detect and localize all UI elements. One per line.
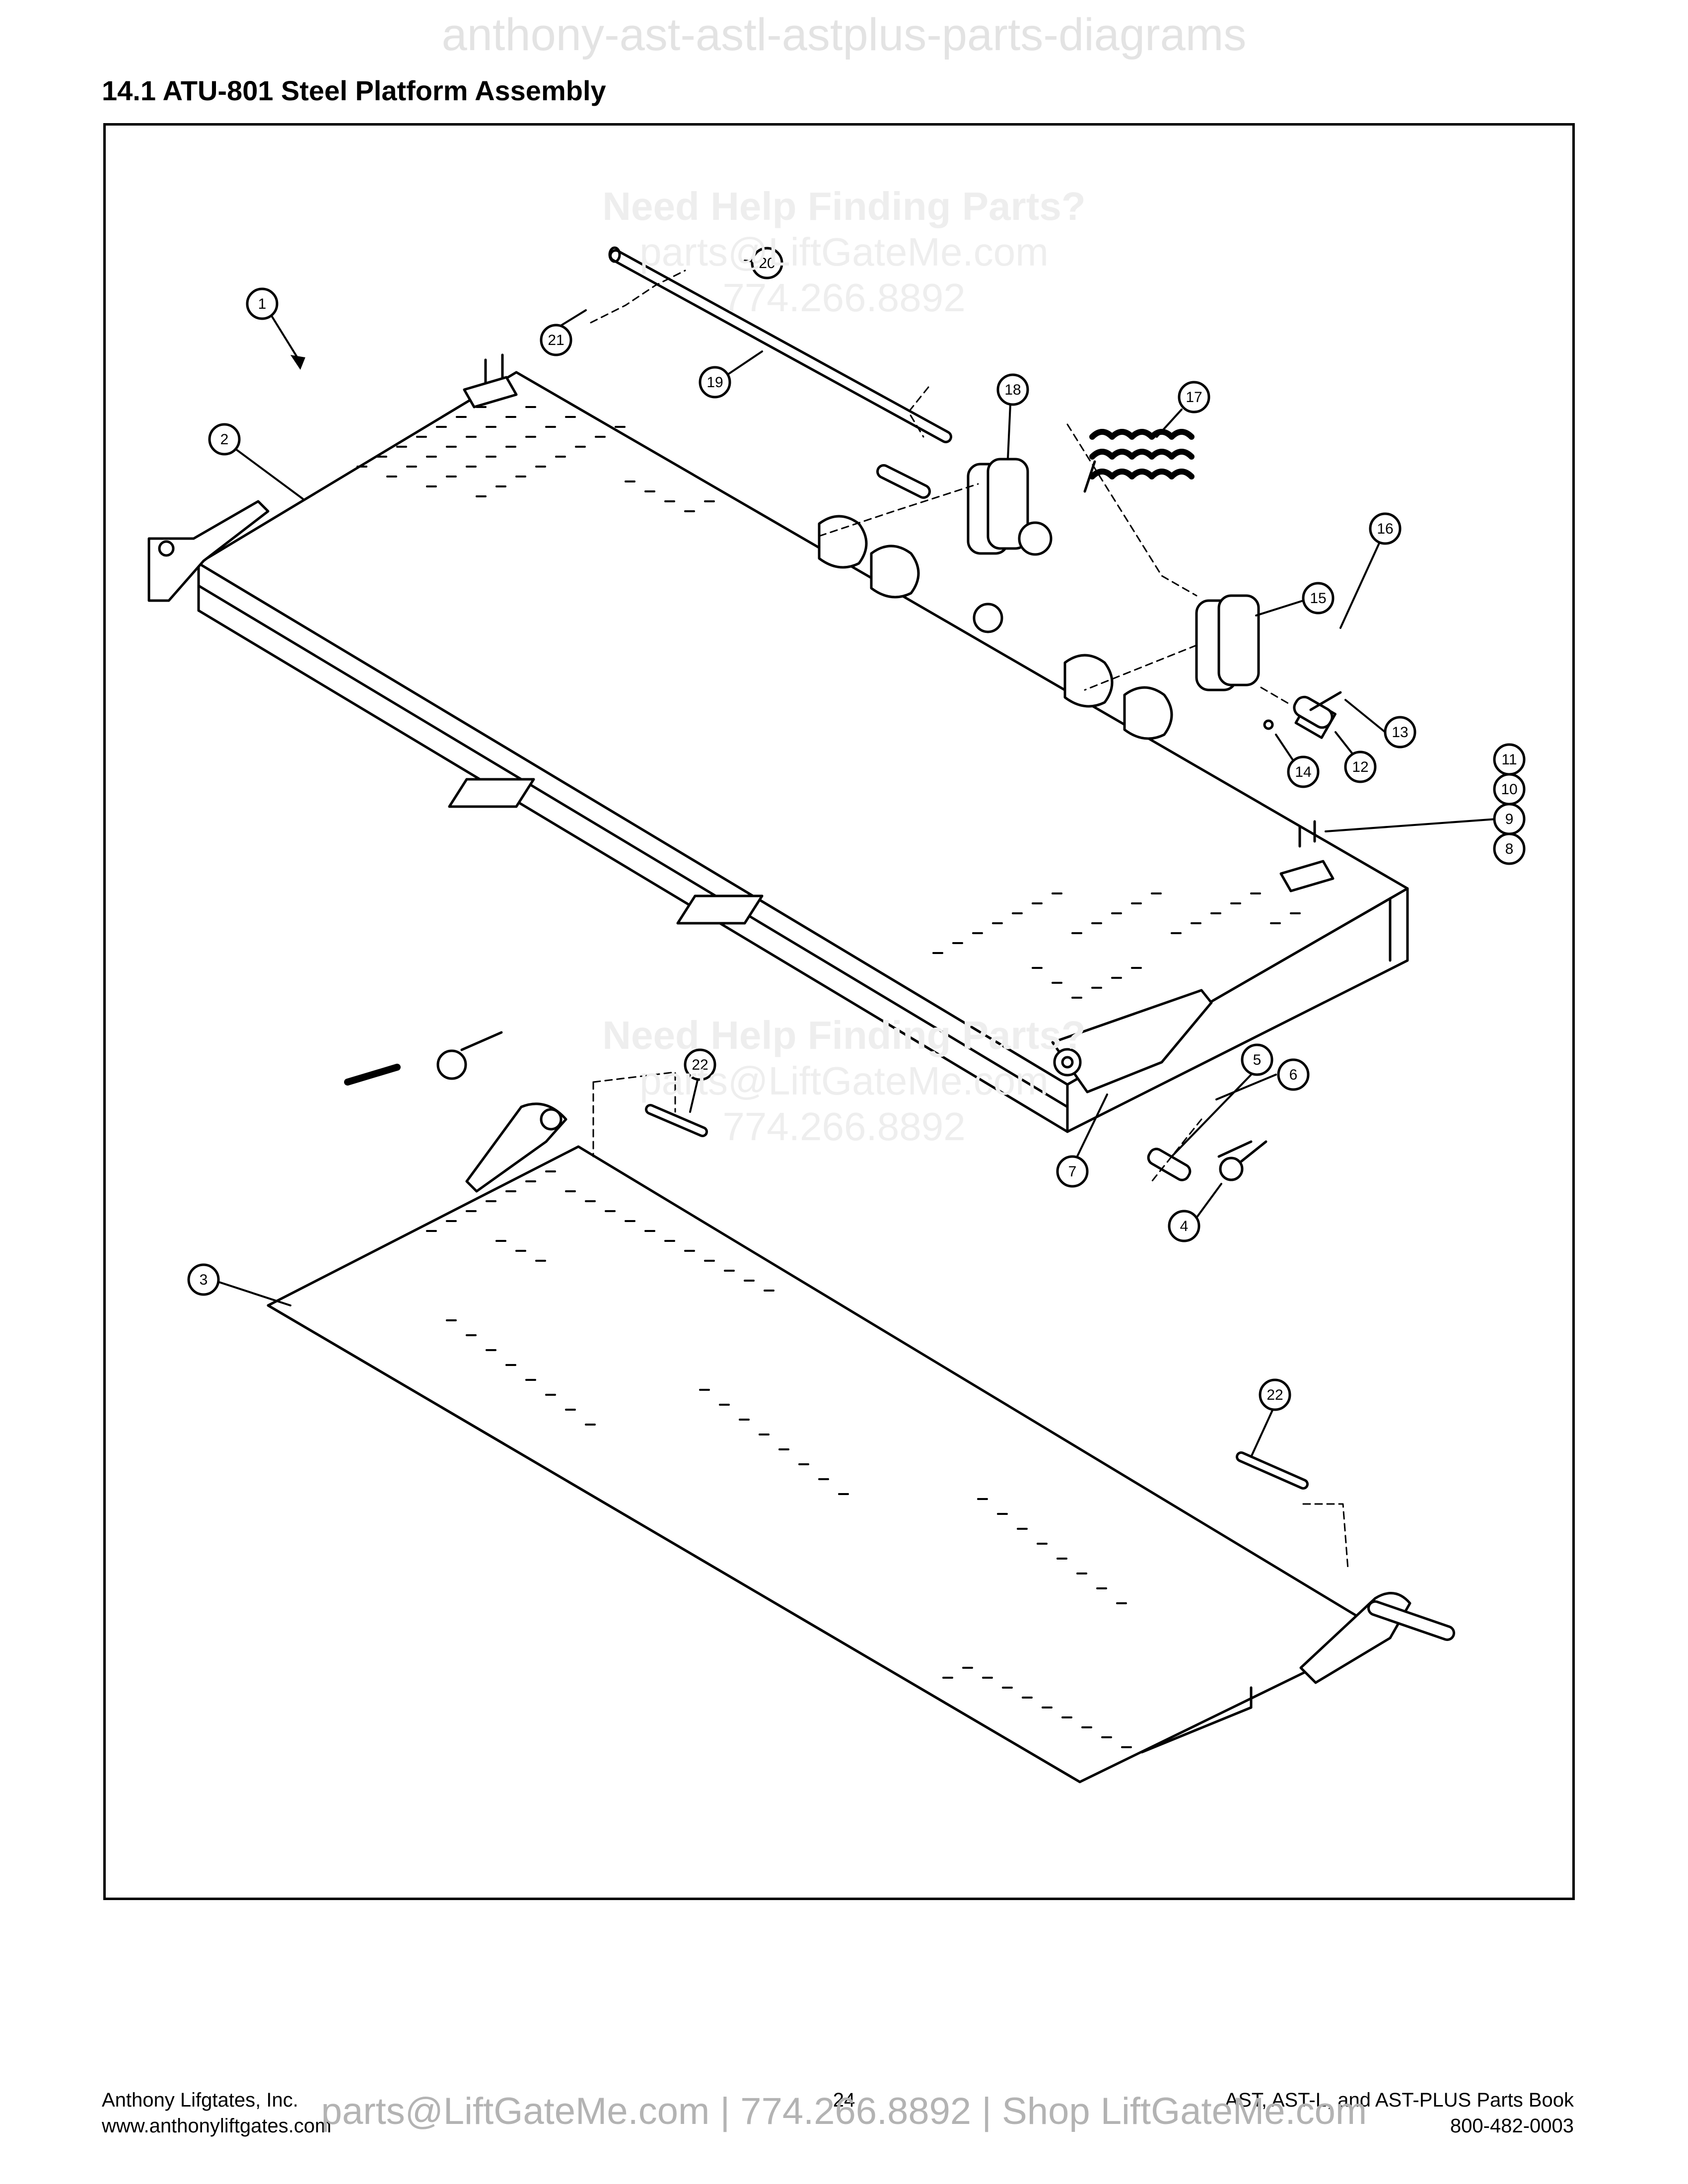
watermark-help-upper: Need Help Finding Parts? parts@LiftGateM… [546, 184, 1142, 321]
watermark-email: parts@LiftGateMe.com [639, 230, 1049, 274]
footer-website[interactable]: www.anthonyliftgates.com [102, 2115, 332, 2137]
callout-10: 10 [1501, 781, 1517, 798]
callout-4: 4 [1180, 1218, 1189, 1234]
callout-16: 16 [1377, 521, 1393, 537]
callout-labels: 1 2 3 4 5 6 7 8 9 10 11 12 13 14 15 16 1… [200, 255, 1518, 1403]
lower-spring-pin [344, 1031, 1267, 1181]
watermark-heading: Need Help Finding Parts? [602, 184, 1086, 228]
watermark-help-lower: Need Help Finding Parts? parts@LiftGateM… [546, 1013, 1142, 1150]
callout-9: 9 [1505, 811, 1514, 827]
callout-18: 18 [1004, 382, 1021, 398]
callout-1: 1 [258, 296, 267, 312]
pivot-shaft [608, 246, 952, 443]
lower-platform-section [267, 1102, 1455, 1783]
watermark-phone: 774.266.8892 [722, 1104, 966, 1149]
footer-right: AST, AST-L, and AST-PLUS Parts Book 800-… [1225, 2087, 1574, 2139]
callout-13: 13 [1392, 724, 1408, 741]
callout-22-lower: 22 [1266, 1387, 1283, 1403]
callout-2: 2 [220, 431, 229, 448]
callout-11: 11 [1501, 751, 1517, 768]
callout-3: 3 [200, 1272, 208, 1288]
diagram-frame [103, 123, 1575, 1900]
callout-6: 6 [1289, 1067, 1298, 1083]
callout-7: 7 [1068, 1163, 1077, 1180]
callout-5: 5 [1253, 1052, 1262, 1068]
callout-19: 19 [706, 374, 723, 391]
callout-12: 12 [1352, 759, 1368, 775]
callout-14: 14 [1295, 764, 1311, 780]
upper-platform-section [147, 371, 1409, 1133]
callout-20: 20 [759, 255, 775, 272]
torsion-spring-17 [1083, 429, 1195, 493]
watermark-email: parts@LiftGateMe.com [639, 1059, 1049, 1103]
watermark-phone: 774.266.8892 [722, 275, 966, 320]
bolts-8-11 [484, 353, 1316, 848]
callout-22-upper: 22 [692, 1057, 708, 1073]
assembly-guide-lines [590, 270, 1349, 1570]
hardware-12-13-14 [1263, 691, 1342, 730]
tread-pattern [356, 406, 1301, 1748]
footer-left: Anthony Lifgtates, Inc. www.anthonyliftg… [102, 2087, 331, 2139]
callout-17: 17 [1186, 389, 1202, 406]
page-title: 14.1 ATU-801 Steel Platform Assembly [102, 75, 606, 106]
watermark-top: anthony-ast-astl-astplus-parts-diagrams [441, 9, 1247, 60]
footer-book-title: AST, AST-L, and AST-PLUS Parts Book [1225, 2089, 1574, 2111]
footer-part-number: 800-482-0003 [1450, 2115, 1574, 2137]
footer-page-number: 24 [833, 2089, 855, 2111]
callout-bubbles [187, 247, 1526, 1411]
hinge-block-18 [876, 458, 1053, 556]
callout-8: 8 [1505, 841, 1514, 857]
callout-15: 15 [1310, 590, 1326, 607]
footer-watermark: parts@LiftGateMe.com | 774.266.8892 | Sh… [321, 2090, 1367, 2132]
watermark-heading: Need Help Finding Parts? [602, 1013, 1086, 1057]
footer-company: Anthony Lifgtates, Inc. [102, 2089, 298, 2111]
callout-21: 21 [548, 332, 564, 348]
